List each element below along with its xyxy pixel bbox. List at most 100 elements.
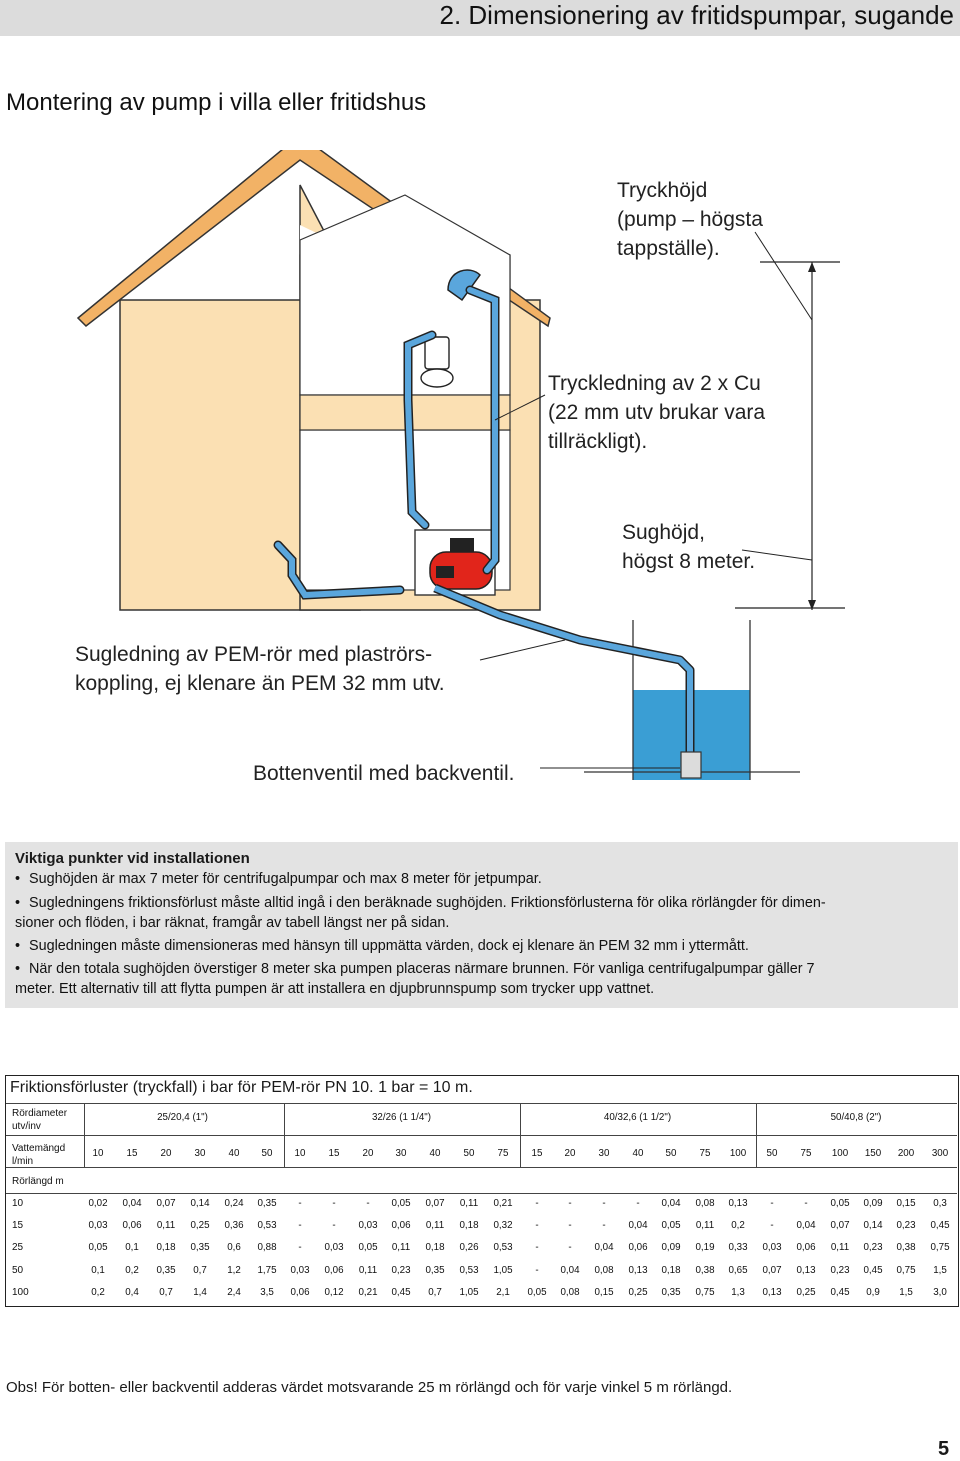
table-cell: 0,25 xyxy=(796,1287,816,1298)
table-cell: 0,18 xyxy=(459,1220,479,1231)
info-bullet-text: När den totala sughöjden överstiger 8 me… xyxy=(29,961,815,977)
flow-header-cell: 10 xyxy=(294,1148,306,1159)
table-cell: - xyxy=(298,1242,302,1253)
table-cell: 0,08 xyxy=(695,1198,715,1209)
table-cell: 0,26 xyxy=(459,1242,479,1253)
interior-attic xyxy=(300,195,510,290)
flow-header-cell: 50 xyxy=(261,1148,273,1159)
table-cell: 0,13 xyxy=(762,1287,782,1298)
group-divider xyxy=(520,1103,521,1167)
table-cell: 1,75 xyxy=(257,1265,277,1276)
toilet-bowl xyxy=(420,368,454,388)
table-cell: 2,4 xyxy=(227,1287,241,1298)
table-cell: - xyxy=(636,1198,640,1209)
pump-terminal xyxy=(436,566,454,578)
row-length-label: 100 xyxy=(12,1287,29,1298)
tryckhojd-leader xyxy=(754,231,813,321)
table-cell: 0,15 xyxy=(594,1287,614,1298)
diameter-group-header: 40/32,6 (1 1/2") xyxy=(603,1112,672,1123)
table-cell: - xyxy=(602,1198,606,1209)
flow-header-cell: 30 xyxy=(395,1148,407,1159)
friction-table xyxy=(5,1075,959,1307)
label-tryckledning-line: (22 mm utv brukar vara xyxy=(548,401,766,424)
label-sughojd: Sughöjd, högst 8 meter. xyxy=(622,518,755,576)
table-cell: 0,09 xyxy=(863,1198,883,1209)
table-cell: 0,14 xyxy=(863,1220,883,1231)
table-cell: 0,04 xyxy=(628,1220,648,1231)
table-cell: - xyxy=(298,1220,302,1231)
flow-header-cell: 40 xyxy=(228,1148,240,1159)
row-label-flow: Vattemängd xyxy=(12,1143,66,1154)
bullet-icon: • xyxy=(15,895,21,911)
table-cell: 0,45 xyxy=(930,1220,950,1231)
row-length-label: 10 xyxy=(12,1198,24,1209)
table-cell: 1,4 xyxy=(193,1287,207,1298)
table-cell: 0,05 xyxy=(391,1198,411,1209)
diameter-group-header: 25/20,4 (1") xyxy=(157,1112,208,1123)
table-cell: 0,4 xyxy=(125,1287,139,1298)
table-cell: 0,11 xyxy=(425,1220,445,1231)
table-cell: 0,1 xyxy=(125,1242,139,1253)
diameter-group-header: 32/26 (1 1/4") xyxy=(371,1112,432,1123)
table-cell: 0,03 xyxy=(762,1242,782,1253)
table-cell: 0,21 xyxy=(358,1287,378,1298)
info-bullet-line: •Sugledningen måste dimensioneras med hä… xyxy=(15,936,950,956)
bullet-icon: • xyxy=(15,871,21,887)
table-cell: 0,04 xyxy=(122,1198,142,1209)
info-bullet-text: sioner och flöden, i bar räknat, framgår… xyxy=(15,915,450,931)
row-label-flow: l/min xyxy=(12,1156,34,1167)
flow-header-cell: 100 xyxy=(831,1148,849,1159)
table-cell: 0,45 xyxy=(830,1287,850,1298)
flow-header-cell: 50 xyxy=(766,1148,778,1159)
table-cell: 0,33 xyxy=(728,1242,748,1253)
table-cell: 0,11 xyxy=(459,1198,479,1209)
label-tryckhojd-line: (pump – högsta xyxy=(617,208,763,231)
house-roof xyxy=(76,150,551,328)
bullet-icon: • xyxy=(15,961,21,977)
table-cell: 0,23 xyxy=(896,1220,916,1231)
table-cell: 0,05 xyxy=(527,1287,547,1298)
table-cell: 0,24 xyxy=(224,1198,244,1209)
table-cell: 1,5 xyxy=(899,1287,913,1298)
flow-header-cell: 40 xyxy=(429,1148,441,1159)
info-bullet-line: •Sughöjden är max 7 meter för centrifuga… xyxy=(15,869,950,889)
row-label-length: Rörlängd m xyxy=(12,1176,64,1187)
table-cell: 0,35 xyxy=(661,1287,681,1298)
table-cell: 0,07 xyxy=(156,1198,176,1209)
label-sugledning: Sugledning av PEM-rör med plaströrs- kop… xyxy=(75,640,445,698)
table-cell: 0,06 xyxy=(628,1242,648,1253)
table-rule xyxy=(6,1167,957,1168)
table-cell: 0,12 xyxy=(324,1287,344,1298)
table-cell: 0,05 xyxy=(88,1242,108,1253)
table-cell: 1,05 xyxy=(493,1265,513,1276)
bullet-icon: • xyxy=(15,938,21,954)
info-bullet-text: meter. Ett alternativ till att flytta pu… xyxy=(15,981,655,997)
table-cell: 0,03 xyxy=(290,1265,310,1276)
table-cell: 0,03 xyxy=(88,1220,108,1231)
sughojd-leader xyxy=(741,549,813,561)
table-cell: - xyxy=(568,1198,572,1209)
table-cell: 1,2 xyxy=(227,1265,241,1276)
row-label-diameter: utv/inv xyxy=(12,1121,41,1132)
table-caption: Friktionsförluster (tryckfall) i bar för… xyxy=(10,1079,473,1096)
table-cell: 0,6 xyxy=(227,1242,241,1253)
flow-header-cell: 75 xyxy=(699,1148,711,1159)
flow-header-cell: 75 xyxy=(497,1148,509,1159)
table-cell: 0,2 xyxy=(91,1287,105,1298)
page-header-title: 2. Dimensionering av fritidspumpar, suga… xyxy=(439,0,954,30)
table-cell: 0,04 xyxy=(594,1242,614,1253)
info-bullet: • När den totala sughöjden överstiger 8 m… xyxy=(15,959,950,999)
flow-header-cell: 100 xyxy=(729,1148,747,1159)
table-cell: 0,19 xyxy=(695,1242,715,1253)
group-divider xyxy=(756,1103,757,1167)
table-cell: 0,53 xyxy=(257,1220,277,1231)
table-cell: 0,11 xyxy=(695,1220,715,1231)
table-cell: - xyxy=(568,1242,572,1253)
installation-diagram xyxy=(76,150,845,780)
arrow-down xyxy=(808,600,816,610)
table-cell: 0,05 xyxy=(830,1198,850,1209)
table-cell: - xyxy=(770,1220,774,1231)
info-bullet: •Sugledningen måste dimensioneras med hä… xyxy=(15,936,950,956)
table-cell: 0,06 xyxy=(290,1287,310,1298)
flow-header-cell: 20 xyxy=(362,1148,374,1159)
